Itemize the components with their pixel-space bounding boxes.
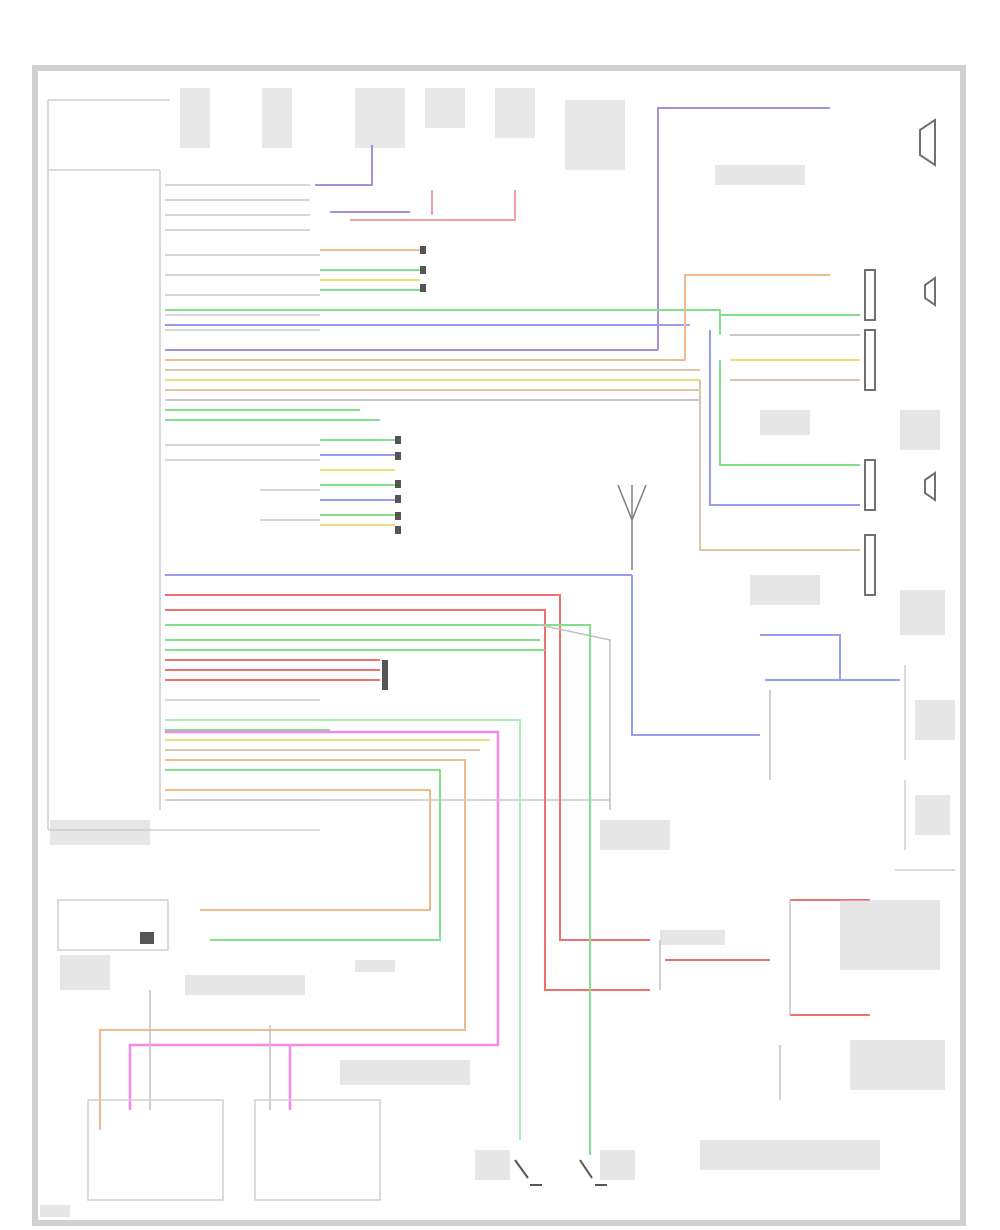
faded-labels xyxy=(40,165,955,1217)
purple-wire-top xyxy=(165,107,830,351)
head-unit-block xyxy=(47,99,320,831)
gray-module-wires xyxy=(149,624,791,1110)
top-component-labels xyxy=(180,88,625,170)
main-bundle-wires xyxy=(165,274,830,421)
orange-wires-bottom xyxy=(99,739,490,1130)
pink-wire-top xyxy=(350,190,516,221)
gray-wires xyxy=(165,184,610,801)
ground-icon xyxy=(514,1159,607,1186)
antenna-icon xyxy=(617,484,647,570)
diagram-border xyxy=(32,65,966,1226)
blue-antenna-wire xyxy=(165,574,900,736)
green-wires xyxy=(165,624,591,1155)
bottom-component-boxes xyxy=(57,899,381,1201)
pink-wires xyxy=(128,730,500,1110)
speaker-icon xyxy=(864,118,936,596)
right-module-boxes xyxy=(895,665,955,871)
connector-icon xyxy=(140,246,426,944)
connector-wires-upper xyxy=(320,249,420,526)
red-wires xyxy=(165,594,870,1016)
right-speaker-wires xyxy=(699,314,860,551)
